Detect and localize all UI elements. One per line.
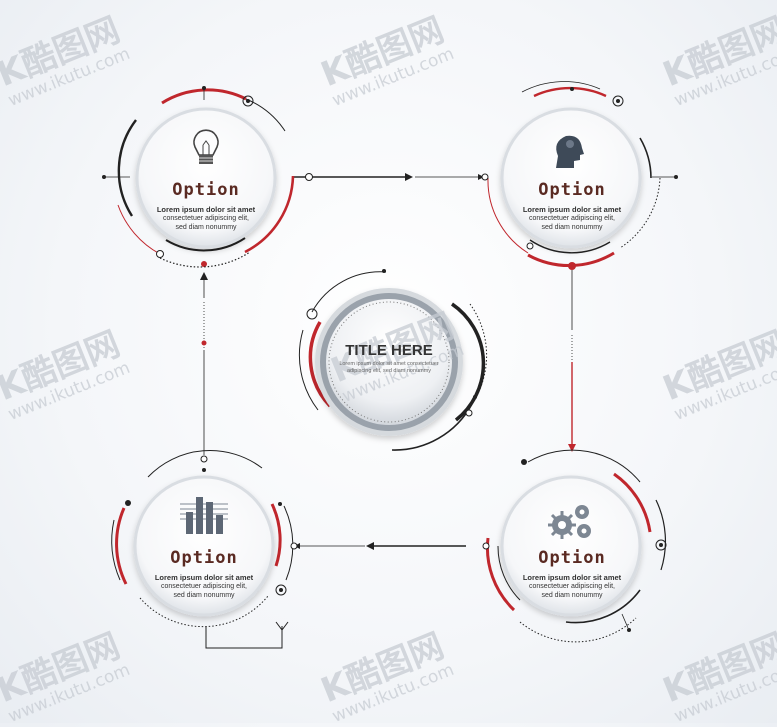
option-description: Lorem ipsum dolor sit amet consectetuer … bbox=[497, 573, 647, 600]
option-description: Lorem ipsum dolor sit amet consectetuer … bbox=[497, 205, 647, 232]
connector-right bbox=[568, 262, 576, 452]
option-line-2: consectetuer adipiscing elit, bbox=[161, 583, 247, 590]
node-bottom-right-text: Option Lorem ipsum dolor sit amet consec… bbox=[497, 548, 647, 600]
gears-icon bbox=[548, 505, 591, 539]
option-description: Lorem ipsum dolor sit amet consectetuer … bbox=[129, 573, 279, 600]
option-title: Option bbox=[538, 180, 606, 200]
center-subtitle: Lorem ipsum dolor sit amet consectetuer … bbox=[339, 361, 439, 374]
option-line-1: Lorem ipsum dolor sit amet bbox=[522, 205, 622, 214]
option-line-3: sed diam nonummy bbox=[175, 224, 237, 231]
node-bottom-left-disc bbox=[133, 475, 275, 617]
node-bottom-left-text: Option Lorem ipsum dolor sit amet consec… bbox=[129, 548, 279, 600]
node-top-left-rings bbox=[102, 86, 295, 268]
node-top-right-disc bbox=[500, 107, 642, 249]
node-top-left-disc bbox=[135, 107, 277, 249]
connector-top bbox=[293, 173, 484, 181]
bottom-left-bracket bbox=[205, 621, 289, 649]
connector-left bbox=[200, 261, 208, 455]
option-title: Option bbox=[172, 180, 240, 200]
center-disc bbox=[320, 293, 458, 431]
option-description: Lorem ipsum dolor sit amet consectetuer … bbox=[131, 205, 281, 232]
option-line-1: Lorem ipsum dolor sit amet bbox=[154, 573, 254, 582]
option-line-3: sed diam nonummy bbox=[173, 592, 235, 599]
option-line-2: consectetuer adipiscing elit, bbox=[163, 215, 249, 222]
option-line-1: Lorem ipsum dolor sit amet bbox=[156, 205, 256, 214]
connector-bottom bbox=[294, 542, 466, 550]
node-bottom-right-disc bbox=[500, 475, 642, 617]
option-title: Option bbox=[170, 548, 238, 568]
node-bottom-right-rings bbox=[482, 449, 667, 643]
lightbulb-icon bbox=[193, 129, 219, 164]
option-line-2: consectetuer adipiscing elit, bbox=[529, 583, 615, 590]
option-line-3: sed diam nonummy bbox=[541, 592, 603, 599]
node-top-left-text: Option Lorem ipsum dolor sit amet consec… bbox=[131, 180, 281, 232]
option-line-2: consectetuer adipiscing elit, bbox=[529, 215, 615, 222]
bar-chart-icon bbox=[180, 497, 228, 534]
center-title: TITLE HERE bbox=[345, 342, 433, 359]
head-profile-icon bbox=[556, 135, 584, 168]
node-top-right-text: Option Lorem ipsum dolor sit amet consec… bbox=[497, 180, 647, 232]
center-rings bbox=[298, 269, 488, 451]
option-line-1: Lorem ipsum dolor sit amet bbox=[522, 573, 622, 582]
node-top-right-rings bbox=[481, 81, 678, 268]
option-title: Option bbox=[538, 548, 606, 568]
option-line-3: sed diam nonummy bbox=[541, 224, 603, 231]
center-dotted-ring bbox=[328, 301, 450, 423]
